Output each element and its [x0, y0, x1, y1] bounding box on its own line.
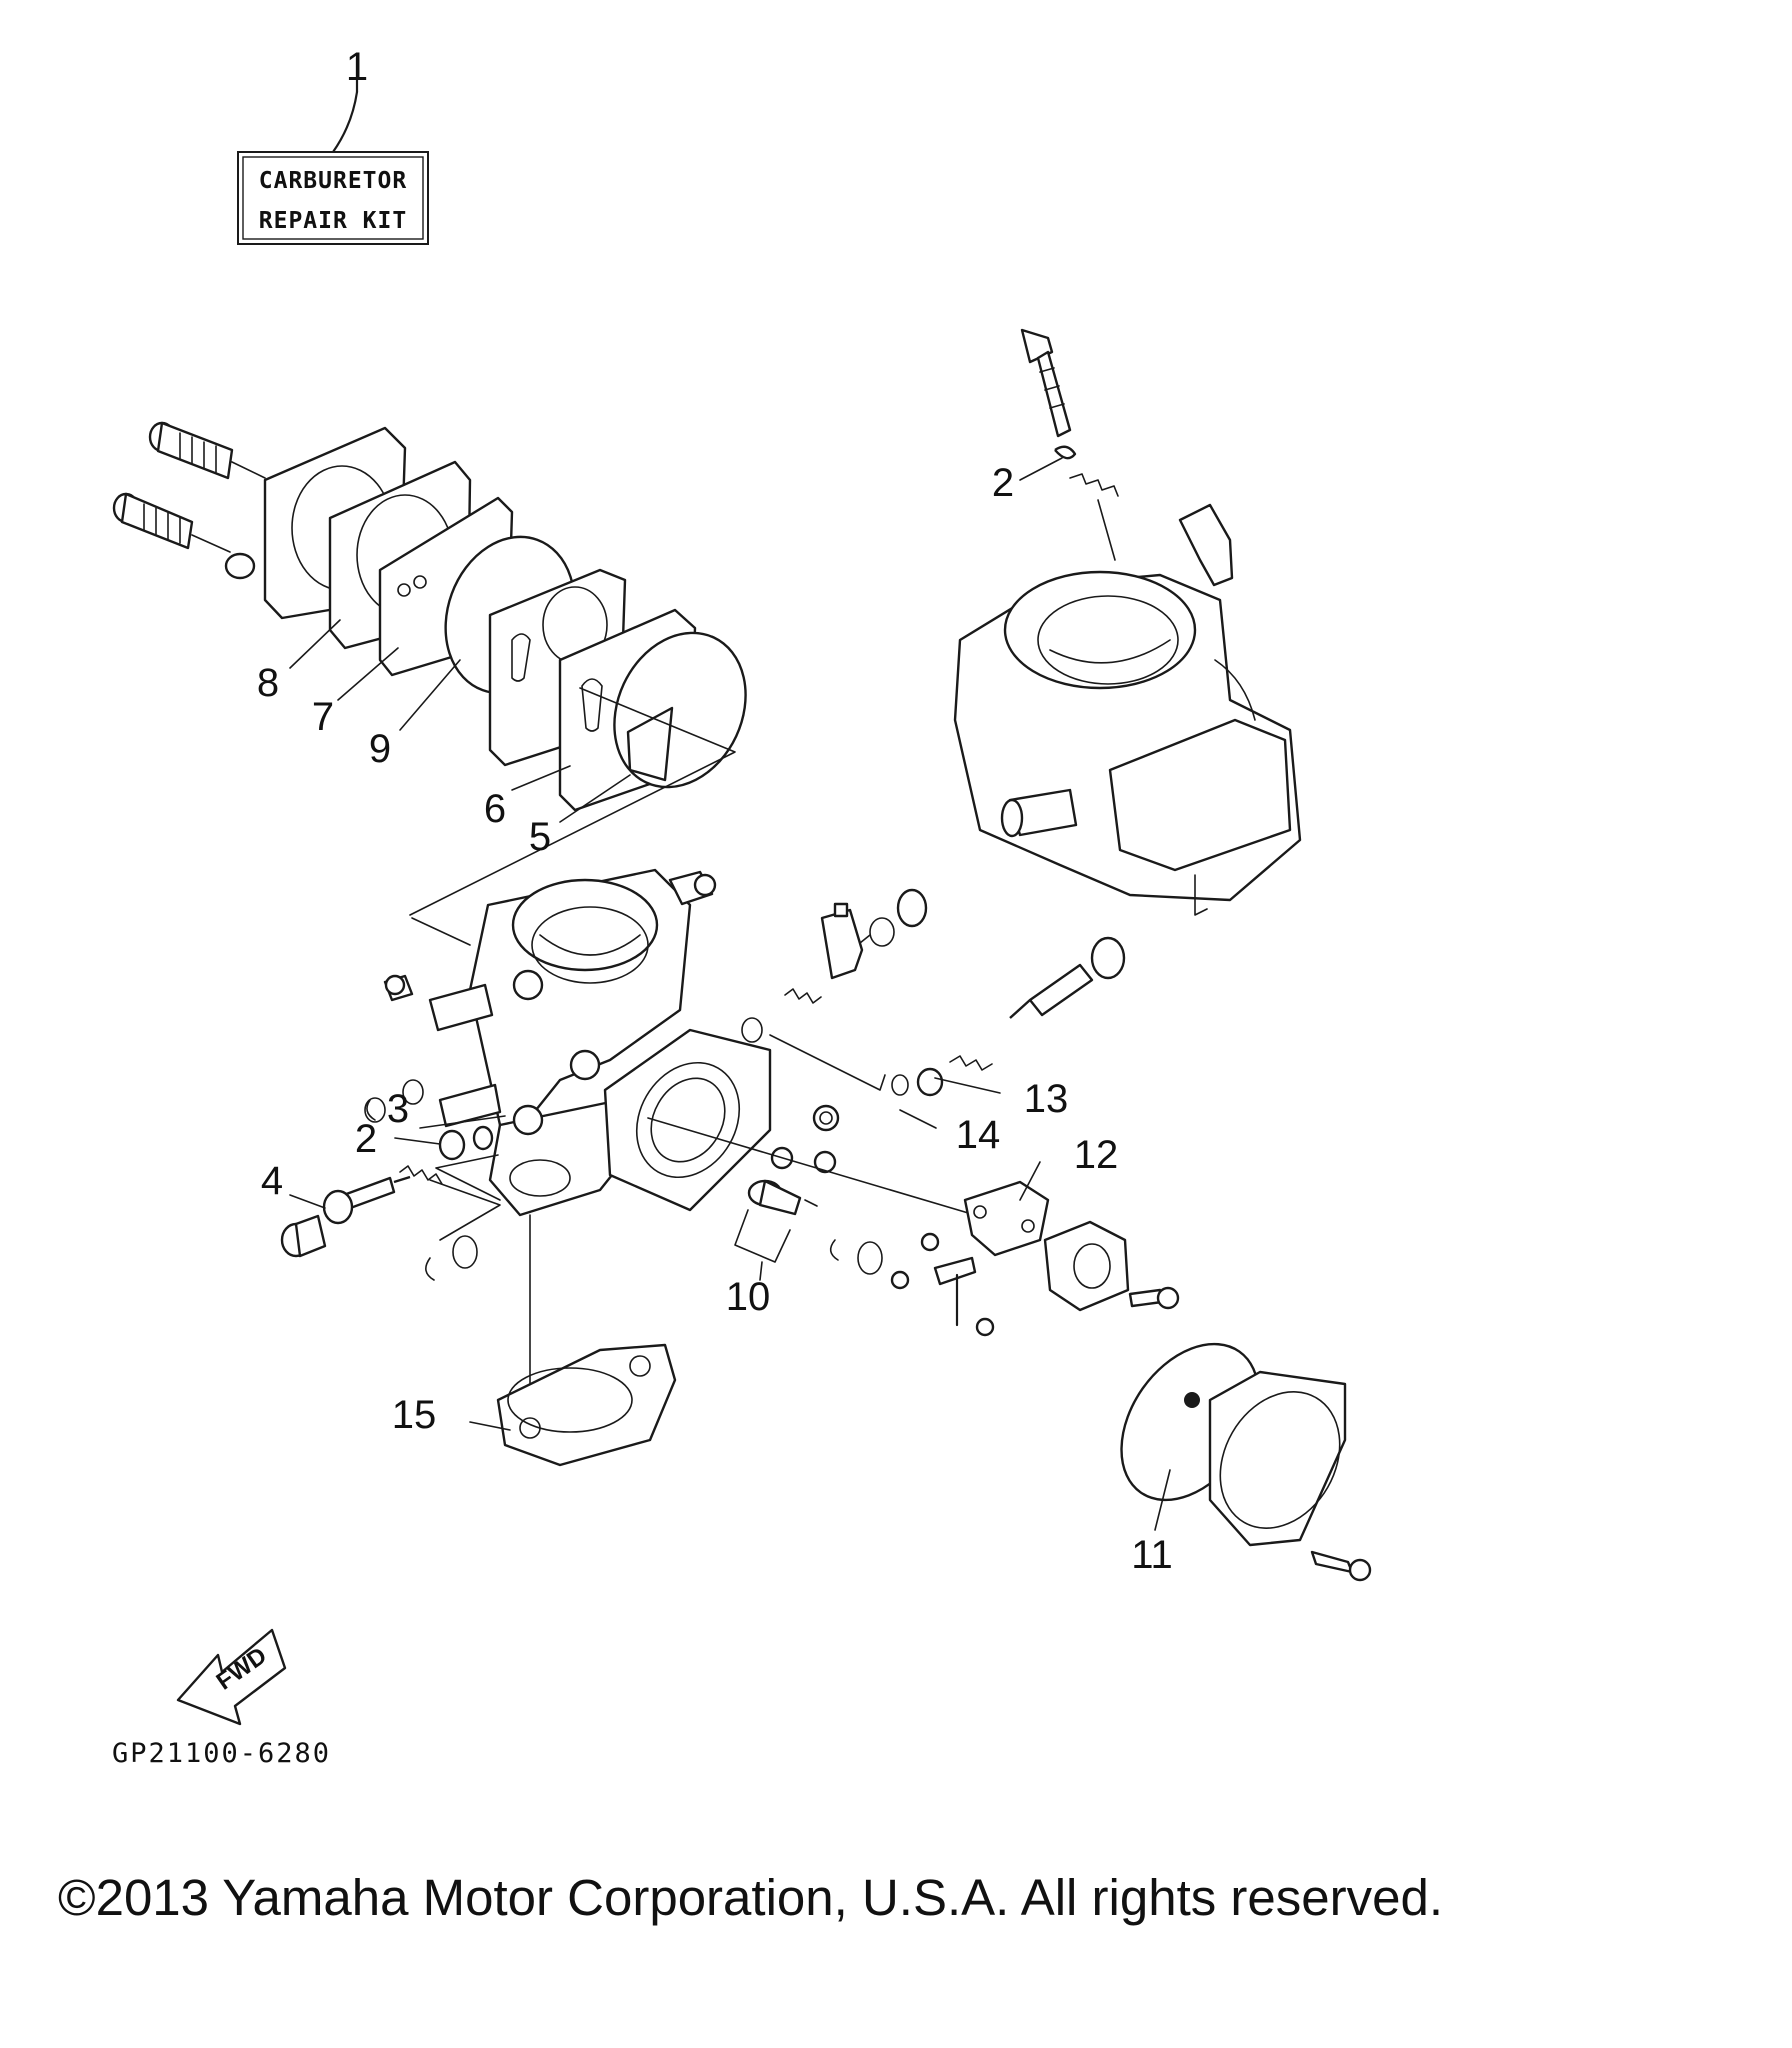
pump-diaphragm-group — [647, 1117, 1372, 1582]
pump-cover-assembly — [112, 421, 747, 916]
callout-1: 1 — [346, 45, 368, 89]
base-gasket — [496, 1343, 677, 1467]
kit-label-line1: CARBURETOR — [259, 168, 407, 194]
carburetor-body — [428, 868, 772, 1217]
needle-jet-group — [734, 1179, 995, 1337]
callout-10: 10 — [726, 1275, 771, 1319]
carburetor-housing — [953, 328, 1302, 916]
callout-12: 12 — [1074, 1133, 1119, 1177]
callout-8: 8 — [257, 661, 279, 705]
callout-2: 2 — [355, 1117, 377, 1161]
callout-leaders — [289, 457, 1171, 1531]
drawing-code: GP21100-6280 — [112, 1738, 331, 1769]
callout-4: 4 — [261, 1159, 283, 1203]
float-valve-parts — [741, 888, 1126, 1174]
forward-direction-arrow: FWD — [176, 1628, 287, 1726]
callout-11: 11 — [1131, 1533, 1173, 1577]
callout-3: 3 — [387, 1087, 409, 1131]
callout-7: 7 — [312, 695, 334, 739]
callout-6: 6 — [484, 787, 506, 831]
callout-14: 14 — [956, 1113, 1001, 1157]
callout-9: 9 — [369, 727, 391, 771]
callout-13: 13 — [1024, 1077, 1069, 1121]
repair-kit-box: CARBURETOR REPAIR KIT — [237, 56, 429, 245]
cover-screw — [112, 492, 194, 550]
pilot-screw-group — [280, 974, 494, 1281]
cover-screw — [148, 421, 234, 480]
kit-label-line2: REPAIR KIT — [259, 208, 407, 234]
callout-15: 15 — [392, 1393, 437, 1437]
callout-2: 2 — [992, 461, 1014, 505]
callout-5: 5 — [529, 815, 551, 859]
copyright-notice: ©2013 Yamaha Motor Corporation, U.S.A. A… — [58, 1869, 1444, 1926]
